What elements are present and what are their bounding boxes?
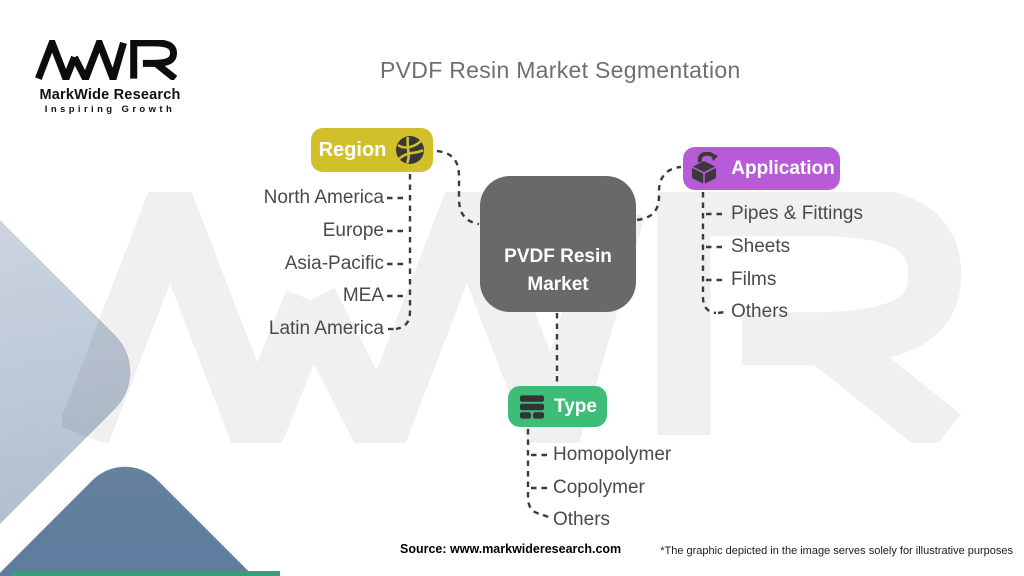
layers-icon xyxy=(519,394,545,419)
type-node: Type xyxy=(508,386,607,427)
application-item-others: Others xyxy=(731,301,789,322)
disclaimer-text: *The graphic depicted in the image serve… xyxy=(660,545,1013,557)
region-node-label: Region xyxy=(318,138,387,161)
type-node-label: Type xyxy=(554,395,597,417)
application-node: Application xyxy=(683,147,840,190)
region-item-europe: Europe xyxy=(322,220,384,241)
mwr-logo-letters xyxy=(35,33,178,90)
application-item-pipes-fittings: Pipes & Fittings xyxy=(731,203,863,224)
central-node-line1: PVDF Resin xyxy=(504,246,612,267)
application-node-label: Application xyxy=(731,157,835,179)
region-item-north-america: North America xyxy=(263,187,384,208)
type-item-homopolymer: Homopolymer xyxy=(553,444,672,465)
region-node: Region xyxy=(311,128,433,172)
region-item-latin-america: Latin America xyxy=(268,318,384,339)
region-item-mea: MEA xyxy=(342,285,384,306)
robot-arm-icon xyxy=(691,152,719,184)
logo-company-name: MarkWide Research xyxy=(39,87,181,103)
central-node: PVDF Resin Market xyxy=(480,176,636,312)
mwr-watermark xyxy=(62,192,962,443)
page-title: PVDF Resin Market Segmentation xyxy=(380,57,741,83)
application-item-films: Films xyxy=(731,269,777,290)
type-item-copolymer: Copolymer xyxy=(553,477,645,498)
central-node-line2: Market xyxy=(527,274,589,295)
logo-tagline: Inspiring Growth xyxy=(44,104,176,115)
markwide-logo: MarkWide Research Inspiring Growth xyxy=(34,33,186,115)
region-item-asia-pacific: Asia-Pacific xyxy=(284,253,384,274)
globe-icon xyxy=(396,136,425,164)
decor-teal-strip xyxy=(12,571,280,576)
type-item-others: Others xyxy=(553,509,611,530)
source-text: Source: www.markwideresearch.com xyxy=(400,542,622,556)
application-item-sheets: Sheets xyxy=(731,236,791,257)
